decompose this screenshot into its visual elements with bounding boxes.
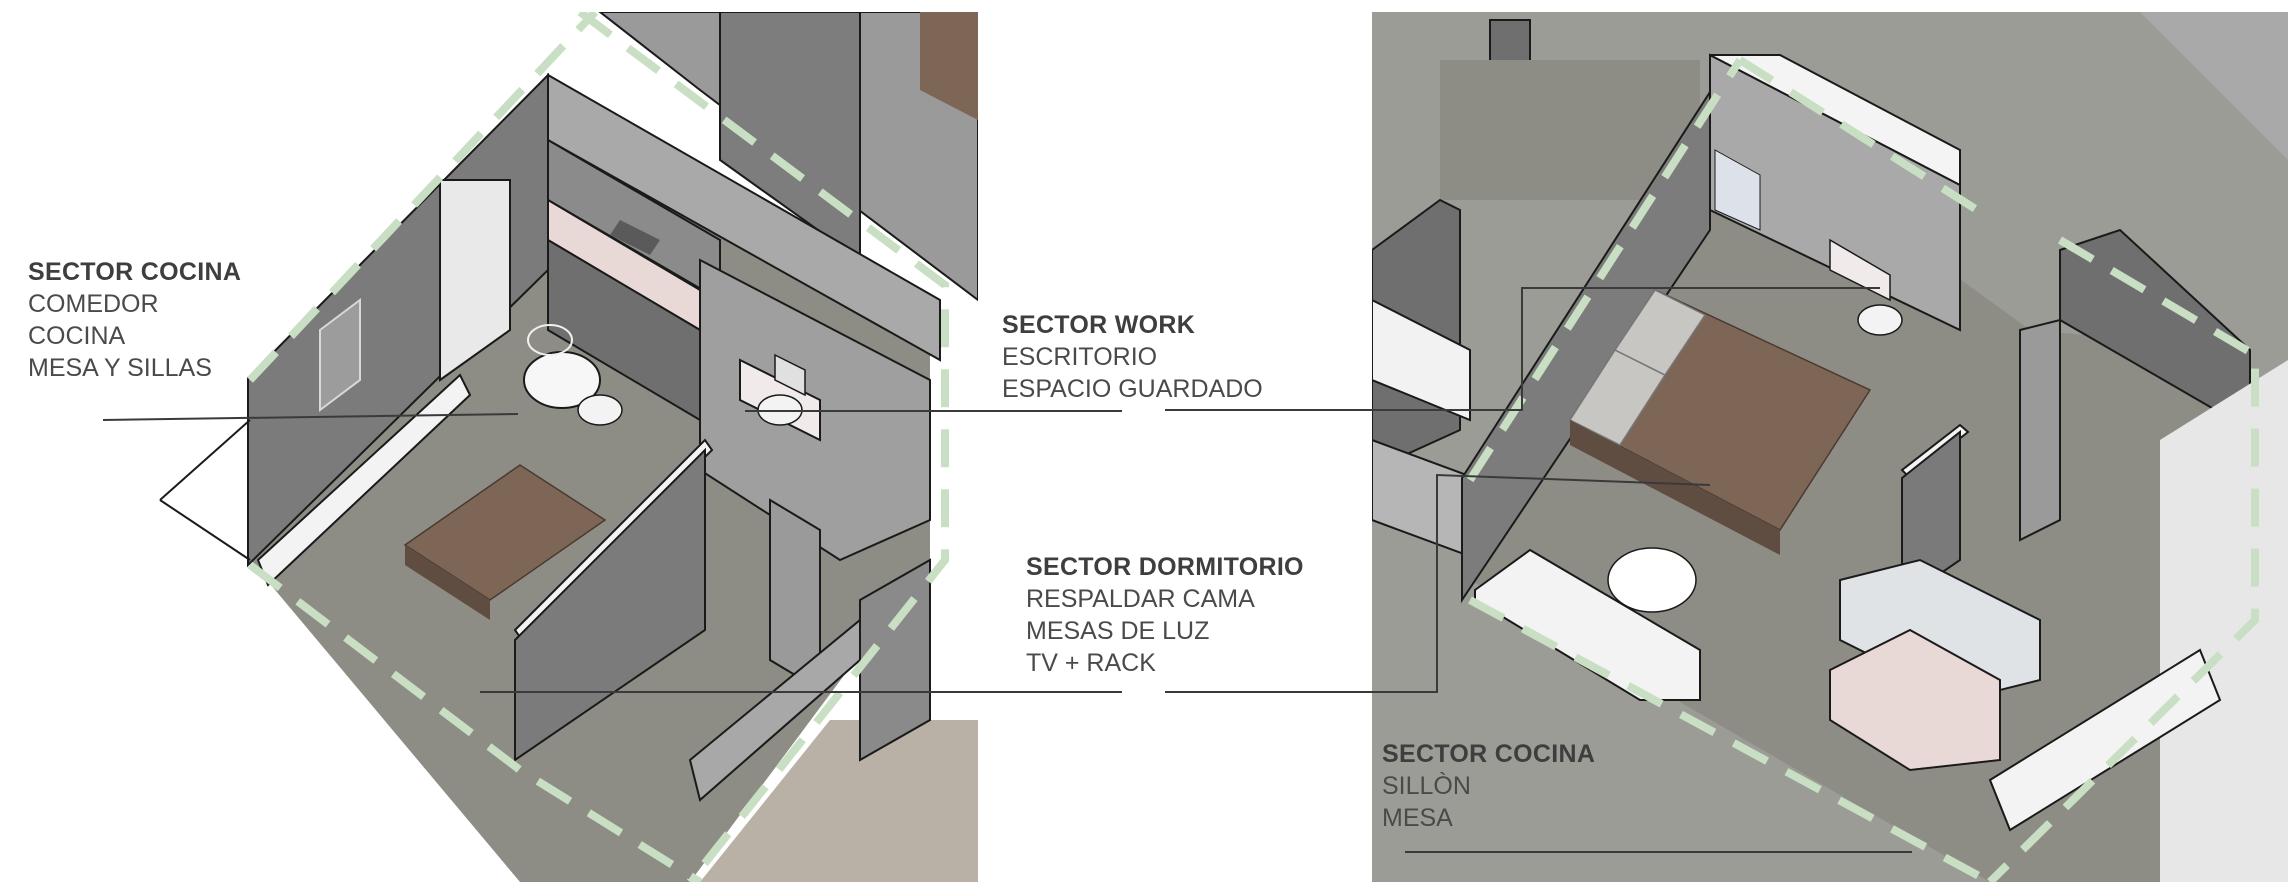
right-upper-floor xyxy=(1440,60,1700,200)
left-window xyxy=(319,298,361,412)
partition-wall xyxy=(514,447,706,762)
leader-work-right xyxy=(1165,287,1880,411)
left-plan-group xyxy=(160,12,978,882)
chair-1 xyxy=(527,324,573,356)
label-dormitorio-item: RESPALDAR CAMA xyxy=(1026,585,1255,613)
right-back-wall xyxy=(1461,88,1711,604)
right-wardrobe-top xyxy=(1709,54,1961,187)
label-right-cocina: SECTOR COCINA SILLÒN MESA xyxy=(1382,738,1595,834)
right-top-strip xyxy=(1372,12,2288,160)
neighbour-bed xyxy=(920,12,978,120)
label-left-cocina-item: COCINA xyxy=(28,322,126,350)
label-dormitorio-item: TV + RACK xyxy=(1026,649,1156,677)
right-boundary-bottom xyxy=(1468,596,1992,882)
left-door xyxy=(439,179,511,382)
label-left-cocina-item: COMEDOR xyxy=(28,290,159,318)
boundary-top-left xyxy=(247,12,598,383)
right-boundary-top xyxy=(1737,56,1988,219)
exterior-floor xyxy=(700,720,978,882)
round-side-table xyxy=(1607,547,1697,613)
label-right-cocina-item: SILLÒN xyxy=(1382,772,1471,800)
boundary-bottom xyxy=(247,561,703,882)
kitchen-sink xyxy=(610,220,660,255)
label-right-cocina-item: MESA xyxy=(1382,804,1453,832)
right-plan-group xyxy=(1372,12,2288,882)
label-dormitorio-item: MESAS DE LUZ xyxy=(1026,617,1210,645)
left-door-swing-2 xyxy=(159,499,251,561)
bed-side xyxy=(405,545,490,620)
kitchen-upper-cabinets xyxy=(547,73,941,362)
label-left-cocina-title: SECTOR COCINA xyxy=(28,258,242,286)
right-boundary-right xyxy=(1987,236,2259,882)
right-left-counter xyxy=(1372,298,1471,422)
right-bottom-counter xyxy=(1988,648,2222,832)
right-far-zone xyxy=(2160,360,2288,882)
laptop xyxy=(774,353,806,397)
right-tall-wall-side xyxy=(2019,318,2061,542)
leader-left-cocina xyxy=(102,413,519,421)
right-kitchen-counter xyxy=(1829,628,2001,772)
label-work-item: ESPACIO GUARDADO xyxy=(1002,375,1263,403)
label-work: SECTOR WORK ESCRITORIO ESPACIO GUARDADO xyxy=(1002,309,1263,405)
right-desk xyxy=(1829,238,1891,302)
leader-dorm-right xyxy=(1165,473,1711,693)
label-left-cocina: SECTOR COCINA COMEDOR COCINA MESA Y SILL… xyxy=(28,256,241,384)
label-work-item: ESCRITORIO xyxy=(1002,343,1158,371)
label-left-cocina-item: MESA Y SILLAS xyxy=(28,354,212,382)
label-work-title: SECTOR WORK xyxy=(1002,311,1196,339)
right-desk-chair xyxy=(1857,304,1903,336)
label-dormitorio-title: SECTOR DORMITORIO xyxy=(1026,553,1304,581)
right-pillow-2 xyxy=(1613,289,1707,376)
wardrobe-shelves xyxy=(1714,149,1761,231)
label-dormitorio: SECTOR DORMITORIO RESPALDAR CAMA MESAS D… xyxy=(1026,551,1304,679)
right-partition xyxy=(1901,429,1961,602)
right-bed-side xyxy=(1570,420,1780,555)
left-door-swing xyxy=(159,419,251,501)
chair-2 xyxy=(577,394,623,426)
lower-wall-2 xyxy=(859,558,931,762)
leader-lines xyxy=(102,287,1912,853)
boundary-right xyxy=(577,12,949,882)
label-right-cocina-title: SECTOR COCINA xyxy=(1382,740,1596,768)
